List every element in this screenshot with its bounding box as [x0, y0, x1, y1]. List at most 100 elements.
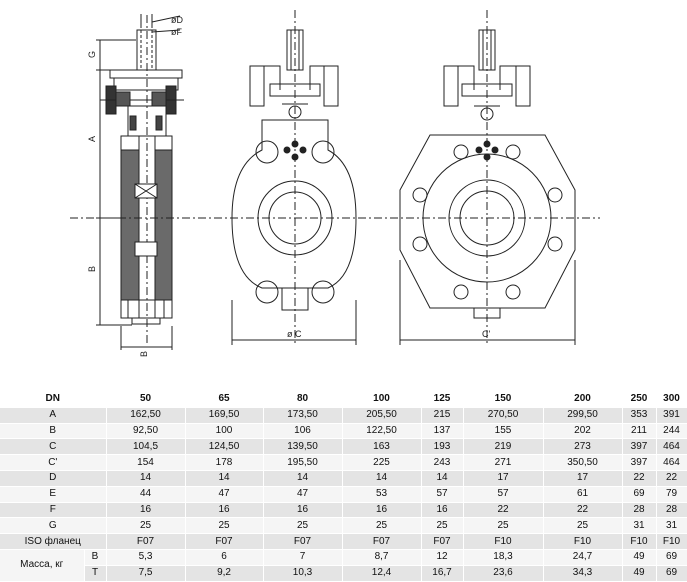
- table-cell: 106: [263, 423, 343, 440]
- mass-row: Масса, кг В 5,3 6 7 8,7 12 18,3 24,7 49 …: [0, 549, 687, 582]
- mass-sublabel: Т: [84, 565, 107, 582]
- table-cell: 16: [263, 502, 343, 519]
- table-cell: 31: [656, 517, 687, 535]
- table-cell: 25: [263, 517, 343, 535]
- mass-sublabel: В: [84, 549, 107, 566]
- table-cell: 464: [656, 454, 687, 471]
- side-section-view: [96, 14, 184, 350]
- dim-label-g: G: [87, 51, 97, 58]
- header-cell: 250: [622, 392, 657, 408]
- table-cell: 12: [421, 549, 464, 566]
- table-cell: 122,50: [342, 423, 422, 440]
- table-row: A 162,50 169,50 173,50 205,50 215 270,50…: [0, 407, 687, 424]
- table-cell: 92,50: [106, 423, 186, 440]
- table-cell: 17: [463, 470, 544, 487]
- table-cell: 22: [656, 470, 687, 487]
- table-cell: 57: [421, 486, 464, 503]
- table-cell: F07: [421, 533, 464, 550]
- lugged-bore-inner: [459, 190, 515, 246]
- table-cell: 7: [263, 549, 343, 566]
- table-cell: 25: [342, 517, 422, 535]
- table-cell: 12,4: [342, 565, 422, 582]
- mass-label: Масса, кг: [0, 549, 85, 582]
- table-cell: 14: [342, 470, 422, 487]
- table-cell: 215: [421, 407, 464, 424]
- header-label: DN: [0, 392, 107, 408]
- row-label: ISO фланец: [0, 533, 107, 550]
- table-cell: F10: [463, 533, 544, 550]
- row-label: C: [0, 438, 107, 456]
- dim-label-f: øF: [171, 27, 182, 37]
- table-cell: 193: [421, 438, 464, 456]
- table-cell: 353: [622, 407, 657, 424]
- front-view-wafer: [231, 10, 357, 345]
- table-cell: 271: [463, 454, 544, 471]
- table-cell: 243: [421, 454, 464, 471]
- row-label: F: [0, 502, 107, 519]
- table-cell: F10: [622, 533, 657, 550]
- table-cell: 124,50: [185, 438, 264, 456]
- table-cell: 464: [656, 438, 687, 456]
- lugged-bore-outer: [448, 179, 526, 257]
- row-label: D: [0, 470, 107, 487]
- table-cell: 69: [656, 565, 687, 582]
- table-cell: 24,7: [543, 549, 623, 566]
- mass-row: Т 7,5 9,2 10,3 12,4 16,7 23,6 34,3 49 69: [0, 565, 687, 582]
- wafer-bore-inner: [268, 191, 322, 245]
- row-label: E: [0, 486, 107, 503]
- dim-label-b-vertical: B: [87, 266, 97, 272]
- table-cell: F07: [106, 533, 186, 550]
- technical-drawing: øD øF G A B B ø C C': [70, 10, 600, 357]
- table-cell: 22: [463, 502, 544, 519]
- wafer-body-outline: [231, 119, 357, 289]
- header-cell: 200: [543, 392, 623, 408]
- dim-label-c: ø C: [287, 329, 302, 339]
- table-cell: 61: [543, 486, 623, 503]
- table-cell: 211: [622, 423, 657, 440]
- table-cell: 79: [656, 486, 687, 503]
- table-cell: 9,2: [185, 565, 264, 582]
- table-cell: 14: [263, 470, 343, 487]
- header-cell: 150: [463, 392, 544, 408]
- table-cell: 202: [543, 423, 623, 440]
- table-cell: 69: [622, 486, 657, 503]
- row-label: C': [0, 454, 107, 471]
- table-cell: 47: [263, 486, 343, 503]
- table-cell: 25: [185, 517, 264, 535]
- table-row: E 44 47 47 53 57 57 61 69 79: [0, 486, 687, 503]
- table-cell: 16,7: [421, 565, 464, 582]
- table-header-row: DN 50 65 80 100 125 150 200 250 300: [0, 392, 687, 408]
- table-cell: F10: [656, 533, 687, 550]
- table-cell: 100: [185, 423, 264, 440]
- valve-drawing-svg: øD øF G A B B ø C C': [70, 10, 600, 357]
- table-cell: 8,7: [342, 549, 422, 566]
- table-cell: 155: [463, 423, 544, 440]
- row-label: B: [0, 423, 107, 440]
- table-cell: 169,50: [185, 407, 264, 424]
- table-cell: 16: [106, 502, 186, 519]
- table-cell: 205,50: [342, 407, 422, 424]
- table-cell: 16: [421, 502, 464, 519]
- table-row: D 14 14 14 14 14 17 17 22 22: [0, 470, 687, 487]
- dim-label-b-width: B: [139, 351, 149, 357]
- row-label: A: [0, 407, 107, 424]
- table-cell: 57: [463, 486, 544, 503]
- table-cell: F07: [342, 533, 422, 550]
- front-view-lugged: [399, 10, 576, 345]
- table-cell: 49: [622, 565, 657, 582]
- table-cell: 244: [656, 423, 687, 440]
- table-cell: F10: [543, 533, 623, 550]
- table-cell: 49: [622, 549, 657, 566]
- table-cell: 139,50: [263, 438, 343, 456]
- table-cell: 22: [622, 470, 657, 487]
- lug-hole-bottom-left: [255, 280, 279, 304]
- body-wall-left: [120, 149, 140, 301]
- header-cell: 100: [342, 392, 422, 408]
- table-cell: 25: [106, 517, 186, 535]
- table-cell: 14: [421, 470, 464, 487]
- table-cell: 53: [342, 486, 422, 503]
- row-label: G: [0, 517, 107, 535]
- table-cell: 23,6: [463, 565, 544, 582]
- table-cell: 17: [543, 470, 623, 487]
- table-row: B 92,50 100 106 122,50 137 155 202 211 2…: [0, 423, 687, 440]
